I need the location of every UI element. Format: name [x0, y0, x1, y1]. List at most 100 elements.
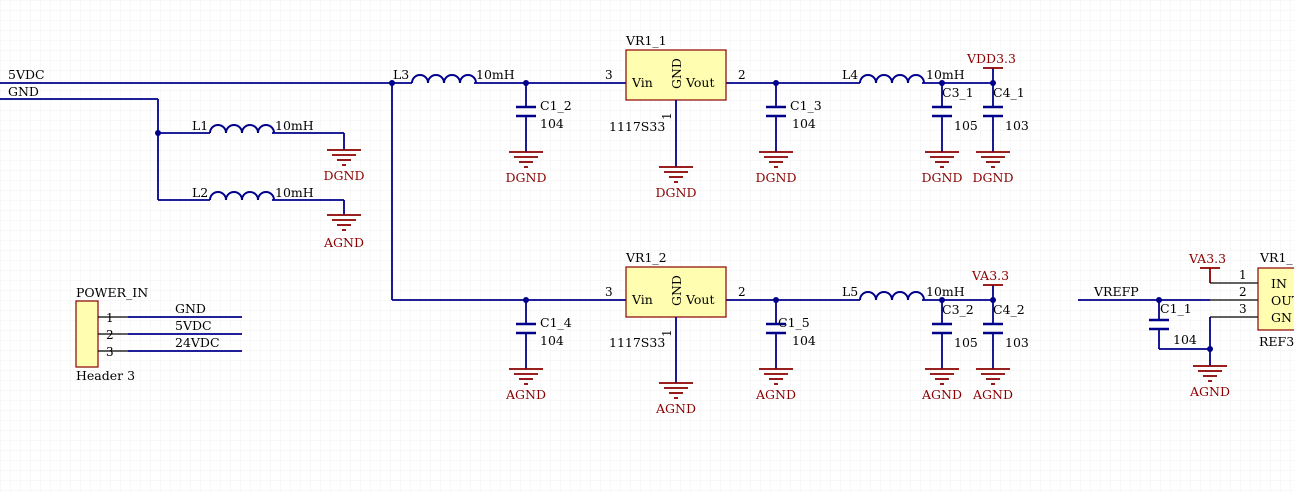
inductor-l1-ref: L1 — [192, 118, 208, 133]
power-label-va33: VA3.3 — [1188, 251, 1226, 266]
capacitor-value: 103 — [1005, 335, 1029, 350]
ground-dgnd-l1: DGND — [324, 149, 365, 183]
inductor-l2-ref: L2 — [192, 185, 208, 200]
capacitor-c3-1[interactable]: DGND C3_1 105 — [922, 83, 978, 185]
ground-dgnd-vr1-1: DGND — [656, 166, 697, 200]
inductor-l1-value: 10mH — [275, 118, 314, 133]
capacitor-ref: C3_1 — [942, 85, 974, 100]
ref-pin-1: 1 — [1239, 268, 1247, 282]
pin-label-vin: Vin — [631, 75, 653, 90]
ground-label: DGND — [506, 170, 547, 185]
pin-number-gnd: 1 — [660, 329, 674, 337]
inductor-l3-ref: L3 — [393, 67, 409, 82]
header-part: Header 3 — [76, 368, 135, 383]
ground-agnd-l2: AGND — [323, 214, 364, 250]
ground-label: AGND — [755, 387, 796, 402]
inductor-l2[interactable]: L2 10mH — [192, 185, 314, 201]
ground-label: DGND — [324, 168, 365, 183]
capacitor-value: 104 — [1173, 332, 1197, 347]
ground-label: DGND — [973, 170, 1014, 185]
regulator-ref: VR1_1 — [625, 33, 667, 48]
ref-label-in: IN — [1271, 276, 1287, 291]
capacitor-ref: C1_5 — [778, 315, 810, 330]
ground-label: DGND — [656, 185, 697, 200]
net-label-gnd: GND — [8, 84, 39, 99]
regulator-ref: VR1_2 — [625, 250, 667, 265]
capacitor-c4-2[interactable]: AGND C4_2 103 — [972, 300, 1029, 402]
ground-label: AGND — [972, 387, 1013, 402]
ground-label: DGND — [922, 170, 963, 185]
capacitor-ref: C4_2 — [993, 302, 1025, 317]
ref-pin-2: 2 — [1239, 285, 1247, 299]
pin-label-gnd: GND — [669, 58, 684, 89]
capacitor-c1-5[interactable]: AGND C1_5 104 — [755, 300, 816, 402]
capacitor-value: 105 — [954, 335, 978, 350]
pin-number-out: 2 — [738, 285, 746, 299]
capacitor-group: DGNDC1_2104DGNDC1_3104DGNDC3_1105DGNDC4_… — [505, 83, 1197, 402]
ref-label-out: OUT — [1271, 293, 1294, 308]
ground-label: AGND — [921, 387, 962, 402]
capacitor-ref: C1_3 — [790, 98, 822, 113]
capacitor-ref: C1_4 — [540, 315, 572, 330]
header-ref: POWER_IN — [76, 285, 148, 300]
regulator-vr1-1[interactable]: VR1_1 Vin Vout GND 3 2 1 1117S33 — [605, 33, 746, 167]
pin-number-gnd: 1 — [660, 112, 674, 120]
inductor-l5[interactable]: L5 10mH — [842, 284, 965, 301]
header-net-24vdc: 24VDC — [175, 335, 220, 350]
reference-ref: VR1_ — [1259, 250, 1293, 265]
header-power-in[interactable]: POWER_IN Header 3 1 2 3 GND 5VDC 24VDC — [75, 285, 242, 383]
regulator-part: 1117S33 — [609, 119, 665, 134]
inductor-l4-ref: L4 — [842, 67, 858, 82]
capacitor-c3-2[interactable]: AGND C3_2 105 — [921, 300, 978, 402]
capacitor-c1-3[interactable]: DGND C1_3 104 — [756, 83, 822, 185]
capacitor-value: 104 — [792, 116, 816, 131]
wires-main — [389, 68, 996, 303]
capacitor-value: 104 — [792, 333, 816, 348]
capacitor-ref: C4_1 — [993, 85, 1025, 100]
pin-label-gnd: GND — [669, 275, 684, 306]
pin-number-in: 3 — [605, 68, 613, 82]
net-label-5vdc: 5VDC — [8, 67, 45, 82]
pin-label-vout: Vout — [685, 75, 714, 90]
pin-label-vin: Vin — [631, 292, 653, 307]
net-label-vrefp: VREFP — [1093, 284, 1139, 299]
header-net-5vdc: 5VDC — [175, 318, 212, 333]
header-net-gnd: GND — [175, 301, 206, 316]
reference-part: REF3 — [1259, 334, 1294, 349]
ground-label: AGND — [323, 235, 364, 250]
capacitor-ref: C1_2 — [540, 98, 572, 113]
pin-number-out: 2 — [738, 68, 746, 82]
inductor-l3[interactable]: L3 10mH — [393, 67, 515, 84]
input-rails: 5VDC GND — [0, 67, 412, 215]
ground-label: DGND — [756, 170, 797, 185]
pin-number-in: 3 — [605, 285, 613, 299]
header-pin-3: 3 — [106, 345, 114, 359]
power-label: VDD3.3 — [966, 51, 1016, 66]
capacitor-value: 103 — [1005, 118, 1029, 133]
capacitor-value: 105 — [954, 118, 978, 133]
reference-ic-ref3[interactable]: VR1_ IN OUT GN REF3 — [1257, 250, 1294, 349]
header-pin-2: 2 — [106, 328, 114, 342]
capacitor-ref: C1_1 — [1160, 301, 1192, 316]
capacitor-c4-1[interactable]: DGND C4_1 103 — [973, 83, 1029, 185]
pin-label-vout: Vout — [685, 292, 714, 307]
capacitor-ref: C3_2 — [942, 302, 974, 317]
power-port-vdd33: VDD3.3 — [966, 51, 1016, 69]
inductor-l2-value: 10mH — [275, 185, 314, 200]
ground-label: AGND — [655, 401, 696, 416]
header-pin-1: 1 — [106, 311, 114, 325]
inductor-l3-value: 10mH — [476, 67, 515, 82]
inductor-l4-value: 10mH — [926, 67, 965, 82]
inductor-l4[interactable]: L4 10mH — [842, 67, 965, 84]
power-label: VA3.3 — [971, 268, 1009, 283]
vrefp-section: VREFP VA3.3 1 2 3 — [1078, 251, 1258, 366]
regulator-vr1-2[interactable]: VR1_2 Vin Vout GND 3 2 1 1117S33 — [605, 250, 746, 383]
ground-agnd-vr1-2: AGND — [655, 382, 696, 416]
ref-label-gnd: GN — [1271, 310, 1292, 325]
ground-label: AGND — [1189, 384, 1230, 399]
inductor-l1[interactable]: L1 10mH — [192, 118, 314, 134]
capacitor-value: 104 — [540, 333, 564, 348]
